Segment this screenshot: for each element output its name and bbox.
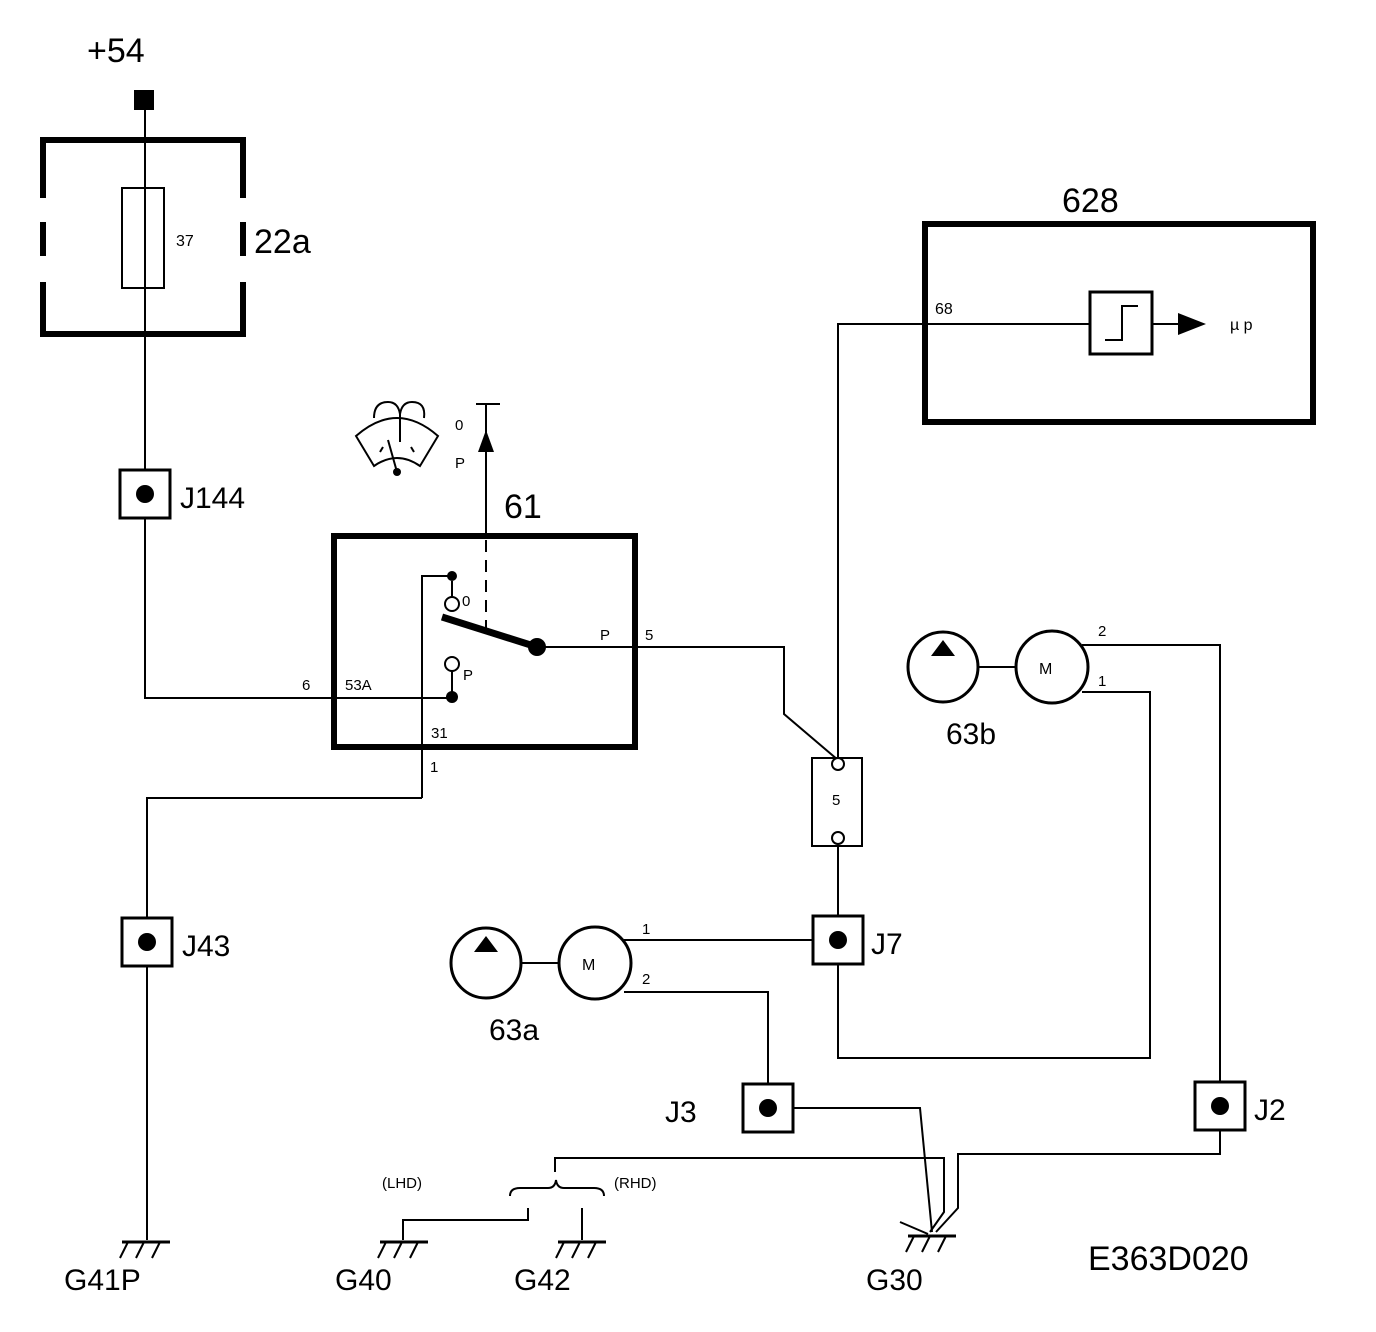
supply-terminal	[134, 90, 154, 110]
diagram-code: E363D020	[1088, 1240, 1249, 1278]
inline-connector-label: 5	[832, 792, 840, 809]
supply-label: +54	[87, 32, 145, 70]
motor-63a	[449, 925, 633, 1001]
junction-j144-label: J144	[180, 482, 245, 515]
switch-pin-6: 6	[302, 677, 310, 694]
switch-contact-0-label: 0	[462, 593, 470, 610]
option-rhd-label: (RHD)	[614, 1175, 657, 1192]
schmitt-trigger-symbol	[1105, 305, 1138, 341]
switch-blade	[440, 613, 539, 651]
junction-j2-label: J2	[1254, 1094, 1286, 1127]
motor-63b-icon	[1014, 629, 1090, 705]
ground-g42-label: G42	[514, 1264, 571, 1297]
option-lhd-label: (LHD)	[382, 1175, 422, 1192]
wire-63a-pin2-to-j3	[624, 991, 769, 1086]
motor-63a-label: 63a	[489, 1014, 539, 1047]
arrow-right-icon	[1178, 313, 1206, 335]
motor-63b	[906, 629, 1090, 705]
wires	[144, 100, 1221, 1240]
symbol-pos-p: P	[455, 455, 465, 472]
wire-j3-to-g30	[792, 1107, 933, 1233]
wire-j7-to-63b	[837, 691, 1151, 1059]
motor-63a-pin2: 2	[642, 971, 650, 988]
fuse-box	[40, 137, 246, 337]
ground-g42-icon	[555, 1240, 606, 1259]
ecu-label: 628	[1062, 182, 1119, 220]
wiper-icon	[354, 400, 440, 476]
switch-pin-53a: 53A	[345, 677, 372, 694]
option-brace	[509, 1179, 605, 1197]
arrow-up-icon	[478, 430, 494, 452]
junction-j7-label: J7	[871, 928, 903, 961]
junction-j43-label: J43	[182, 930, 230, 963]
wire-switch-to-connector	[537, 646, 839, 761]
switch-pin-1: 1	[430, 759, 438, 776]
fuse-number: 37	[176, 233, 194, 250]
wire-63b-pin2-to-j2	[1082, 644, 1221, 1086]
ground-g41p-icon	[119, 1240, 170, 1259]
motor-63b-symbol: M	[1039, 661, 1052, 678]
switch-contact-0	[444, 596, 460, 612]
junction-j7	[811, 914, 865, 966]
wire-switch-to-j43	[146, 797, 422, 922]
ecu-box	[922, 221, 1316, 425]
switch-pivot	[528, 638, 546, 656]
junction-j3	[741, 1082, 795, 1134]
wire-g30-left	[899, 1221, 929, 1235]
ground-g40-label: G40	[335, 1264, 392, 1297]
symbol-pos-0: 0	[455, 417, 463, 434]
switch-terminal-0	[447, 571, 457, 581]
ecu-output-label: µ p	[1230, 317, 1253, 334]
motor-63a-pin1: 1	[642, 921, 650, 938]
wire-j144-to-switch	[144, 516, 452, 699]
switch-terminal-p	[446, 691, 458, 703]
ground-g30-icon	[905, 1234, 956, 1253]
motor-63b-label: 63b	[946, 718, 996, 751]
wire-switch-31	[421, 575, 452, 798]
wire-connector-to-ecu	[837, 323, 1090, 760]
fuse-element	[121, 187, 165, 289]
junction-j144	[118, 468, 172, 520]
ground-g30-label: G30	[866, 1264, 923, 1297]
motor-63b-pin1: 1	[1098, 673, 1106, 690]
ground-g41p-label: G41P	[64, 1264, 141, 1297]
junction-j43	[120, 916, 174, 968]
switch-pin-31: 31	[431, 725, 448, 742]
ground-g40-icon	[377, 1240, 428, 1259]
switch-out-p: P	[600, 627, 610, 644]
wire-to-g40	[402, 1208, 529, 1240]
junction-j3-label: J3	[665, 1096, 697, 1129]
switch-contact-p-label: P	[463, 667, 473, 684]
fuse-box-label: 22a	[254, 223, 311, 261]
motor-63b-pin2: 2	[1098, 623, 1106, 640]
switch-contact-p	[444, 656, 460, 672]
wire-j2-to-g30	[935, 1130, 1221, 1233]
switch-box	[331, 533, 638, 750]
switch-label: 61	[504, 488, 542, 526]
motor-63a-icon	[557, 925, 633, 1001]
ecu-pin-68: 68	[935, 301, 953, 318]
motor-63a-symbol: M	[582, 957, 595, 974]
wire-option-to-g30	[554, 1157, 945, 1233]
switch-out-5: 5	[645, 627, 653, 644]
junction-j2	[1193, 1080, 1247, 1132]
